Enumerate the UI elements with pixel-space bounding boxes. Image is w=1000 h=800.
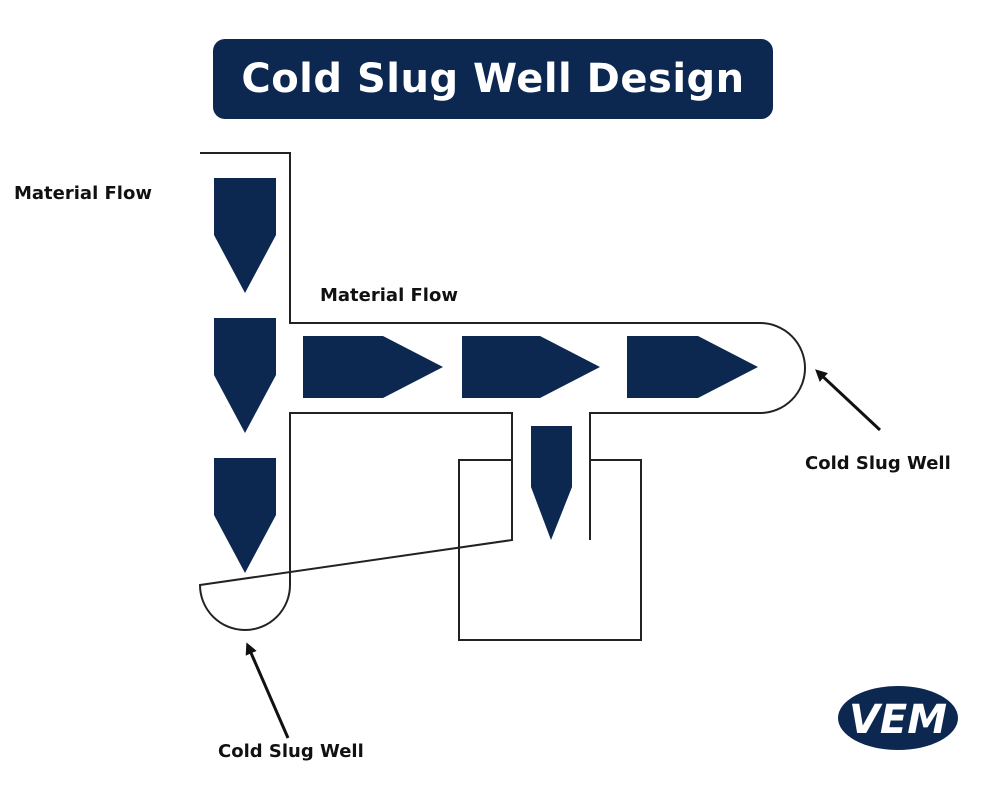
flow-arrow-gate xyxy=(531,426,572,540)
flow-arrow-right-1 xyxy=(303,336,443,398)
page-title: Cold Slug Well Design xyxy=(241,56,745,102)
cold-slug-well-label-right: Cold Slug Well xyxy=(805,453,951,474)
flow-arrow-down-2 xyxy=(214,318,276,433)
vem-logo-text: VEM xyxy=(849,697,947,743)
cold-slug-well-label-bottom: Cold Slug Well xyxy=(218,741,364,762)
pointer-arrow-bottom xyxy=(245,642,290,739)
vem-logo: VEM xyxy=(838,686,958,750)
title-banner: Cold Slug Well Design xyxy=(213,39,773,119)
pointer-arrow-right xyxy=(815,369,882,432)
flow-arrow-down-1 xyxy=(214,178,276,293)
flow-arrow-down-3 xyxy=(214,458,276,573)
material-flow-label-horizontal: Material Flow xyxy=(320,285,458,306)
flow-arrow-right-3 xyxy=(627,336,758,398)
material-flow-label-vertical: Material Flow xyxy=(14,183,152,204)
runner-outline xyxy=(198,152,806,631)
flow-arrow-right-2 xyxy=(462,336,600,398)
cavity-box xyxy=(458,459,642,641)
